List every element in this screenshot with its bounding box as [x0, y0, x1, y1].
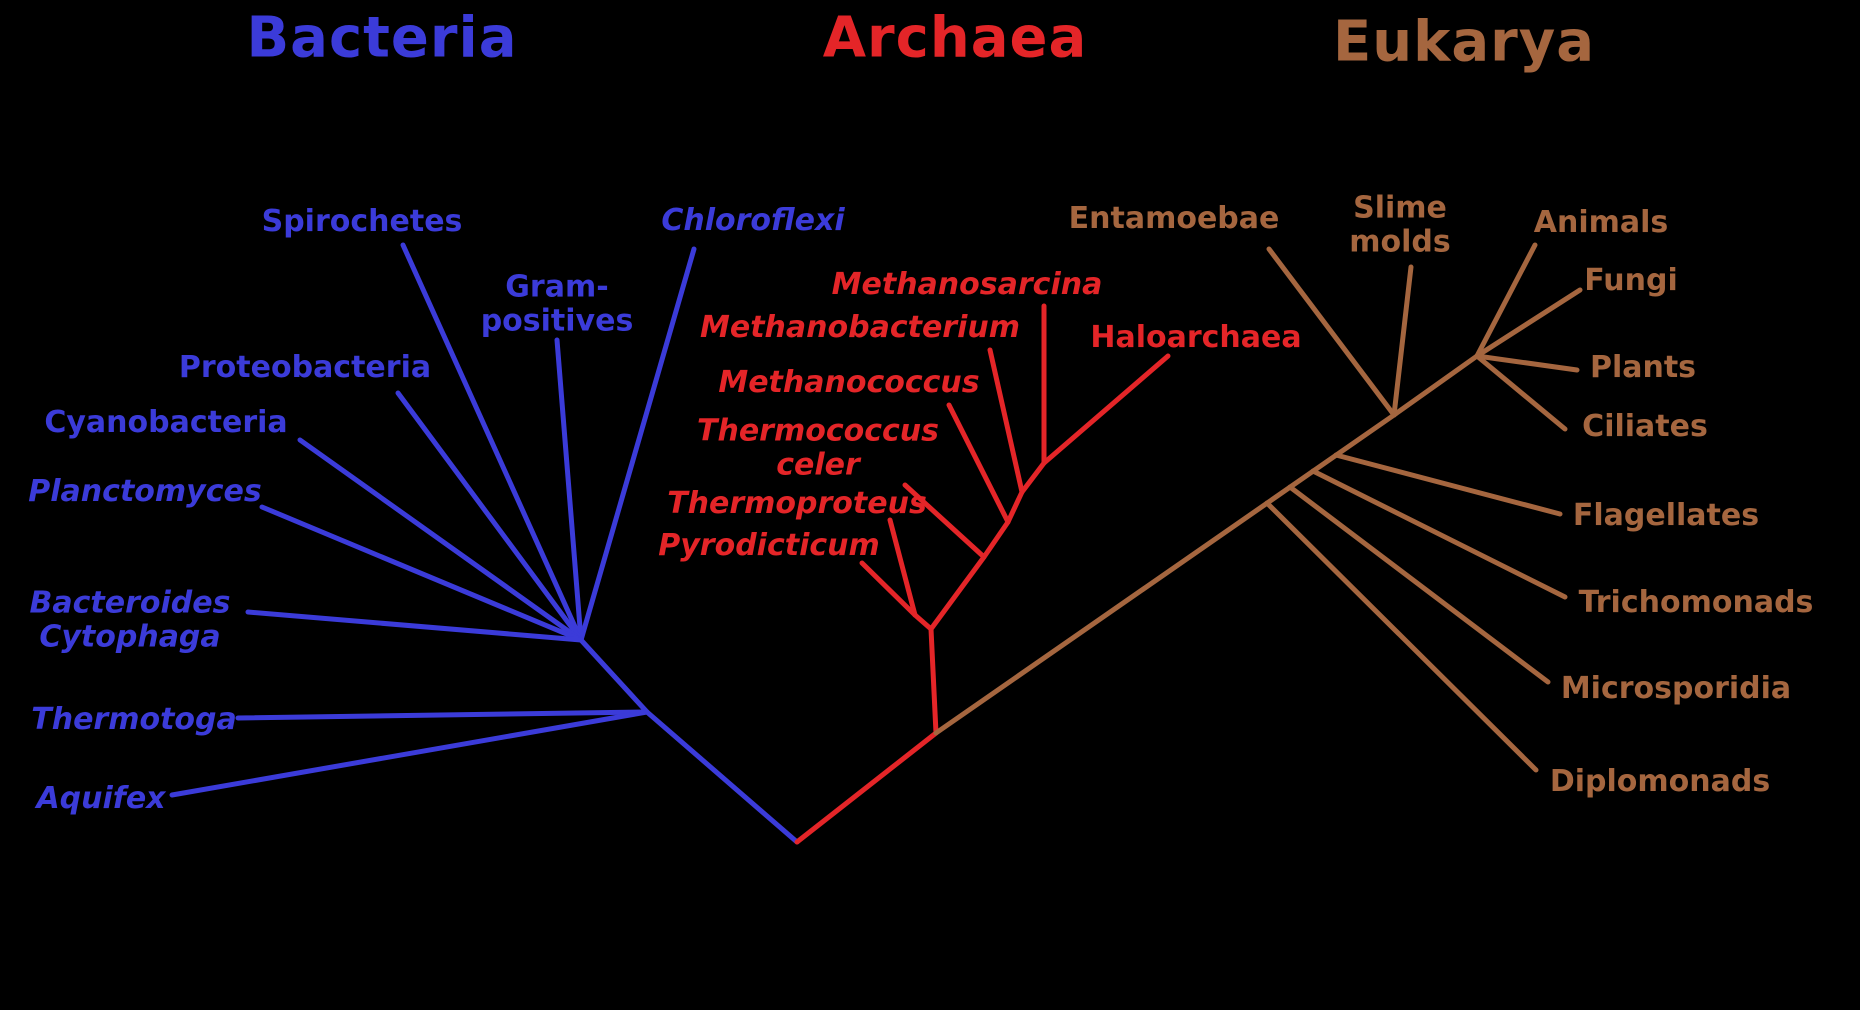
taxon-label-thermoproteus: Thermoproteus — [667, 486, 927, 522]
taxon-label-ciliates: Ciliates — [1582, 409, 1708, 445]
branch-thermotoga — [235, 709, 650, 721]
branch-slime-molds — [1391, 264, 1414, 418]
taxon-label-spirochetes: Spirochetes — [261, 204, 463, 240]
branch-chloroflexi — [578, 246, 697, 643]
taxon-label-methanosarcina: Methanosarcina — [831, 267, 1103, 303]
archaea-euryarchaeota-stem-haloarchaea — [928, 353, 1171, 632]
taxon-label-trichomonads: Trichomonads — [1578, 585, 1814, 621]
taxon-label-animals: Animals — [1533, 205, 1669, 241]
branch-trichomonads — [1310, 468, 1568, 600]
branch-methanobacterium — [987, 347, 1025, 495]
taxon-label-aquifex: Aquifex — [36, 781, 166, 817]
taxon-label-cyanobacteria: Cyanobacteria — [44, 405, 288, 441]
branch-bacteroides-cytophaga — [245, 609, 584, 643]
taxon-label-haloarchaea: Haloarchaea — [1090, 320, 1302, 356]
archaea-crenarchaeota-stem — [912, 612, 934, 632]
archaea-trunk — [794, 626, 939, 845]
branch-aquifex — [169, 709, 650, 798]
taxon-label-planctomyces: Planctomyces — [28, 474, 262, 510]
branch-gram-positives — [554, 337, 584, 643]
branch-cyanobacteria — [297, 437, 584, 643]
taxon-label-flagellates: Flagellates — [1572, 498, 1760, 534]
taxon-label-proteobacteria: Proteobacteria — [178, 350, 432, 386]
domain-header-archaea: Archaea — [822, 5, 1088, 71]
branch-planctomyces — [259, 504, 584, 643]
branch-thermoproteus — [887, 517, 918, 618]
taxon-label-gram-positives: Gram- positives — [480, 269, 634, 338]
branch-entamoebae — [1266, 246, 1397, 418]
branch-thermococcus-celer — [902, 482, 987, 560]
taxon-label-methanobacterium: Methanobacterium — [700, 310, 1020, 346]
taxon-label-microsporidia: Microsporidia — [1560, 671, 1792, 707]
taxon-label-diplomonads: Diplomonads — [1549, 764, 1771, 800]
branch-ciliates — [1474, 353, 1568, 432]
branch-methanococcus — [946, 402, 1011, 525]
branch-fungi — [1474, 287, 1583, 359]
eukarya-crown-stem — [1391, 353, 1480, 418]
branch-flagellates — [1333, 452, 1563, 517]
taxon-label-plants: Plants — [1589, 350, 1697, 386]
bacteria-trunk — [578, 637, 800, 845]
taxon-label-entamoebae: Entamoebae — [1068, 201, 1280, 237]
domain-header-eukarya: Eukarya — [1332, 9, 1596, 75]
taxon-label-pyrodicticum: Pyrodicticum — [658, 528, 880, 564]
branch-plants — [1474, 353, 1580, 373]
branch-microsporidia — [1287, 484, 1551, 685]
taxon-label-thermotoga: Thermotoga — [31, 702, 237, 738]
taxon-label-slime-molds: Slime molds — [1349, 190, 1451, 259]
branch-diplomonads — [1264, 500, 1539, 773]
branch-animals — [1474, 242, 1538, 359]
branch-spirochetes — [400, 242, 584, 643]
taxon-label-chloroflexi: Chloroflexi — [661, 203, 845, 239]
taxon-label-methanococcus: Methanococcus — [718, 365, 980, 401]
branch-pyrodicticum — [859, 560, 918, 618]
taxon-label-bacteroides-cytophaga: Bacteroides Cytophaga — [29, 585, 231, 654]
taxon-label-thermococcus-celer: Thermococcus celer — [696, 413, 940, 482]
domain-header-bacteria: Bacteria — [246, 5, 518, 71]
taxon-label-fungi: Fungi — [1584, 263, 1678, 299]
eukarya-stem — [933, 412, 1397, 736]
branch-proteobacteria — [395, 390, 584, 643]
